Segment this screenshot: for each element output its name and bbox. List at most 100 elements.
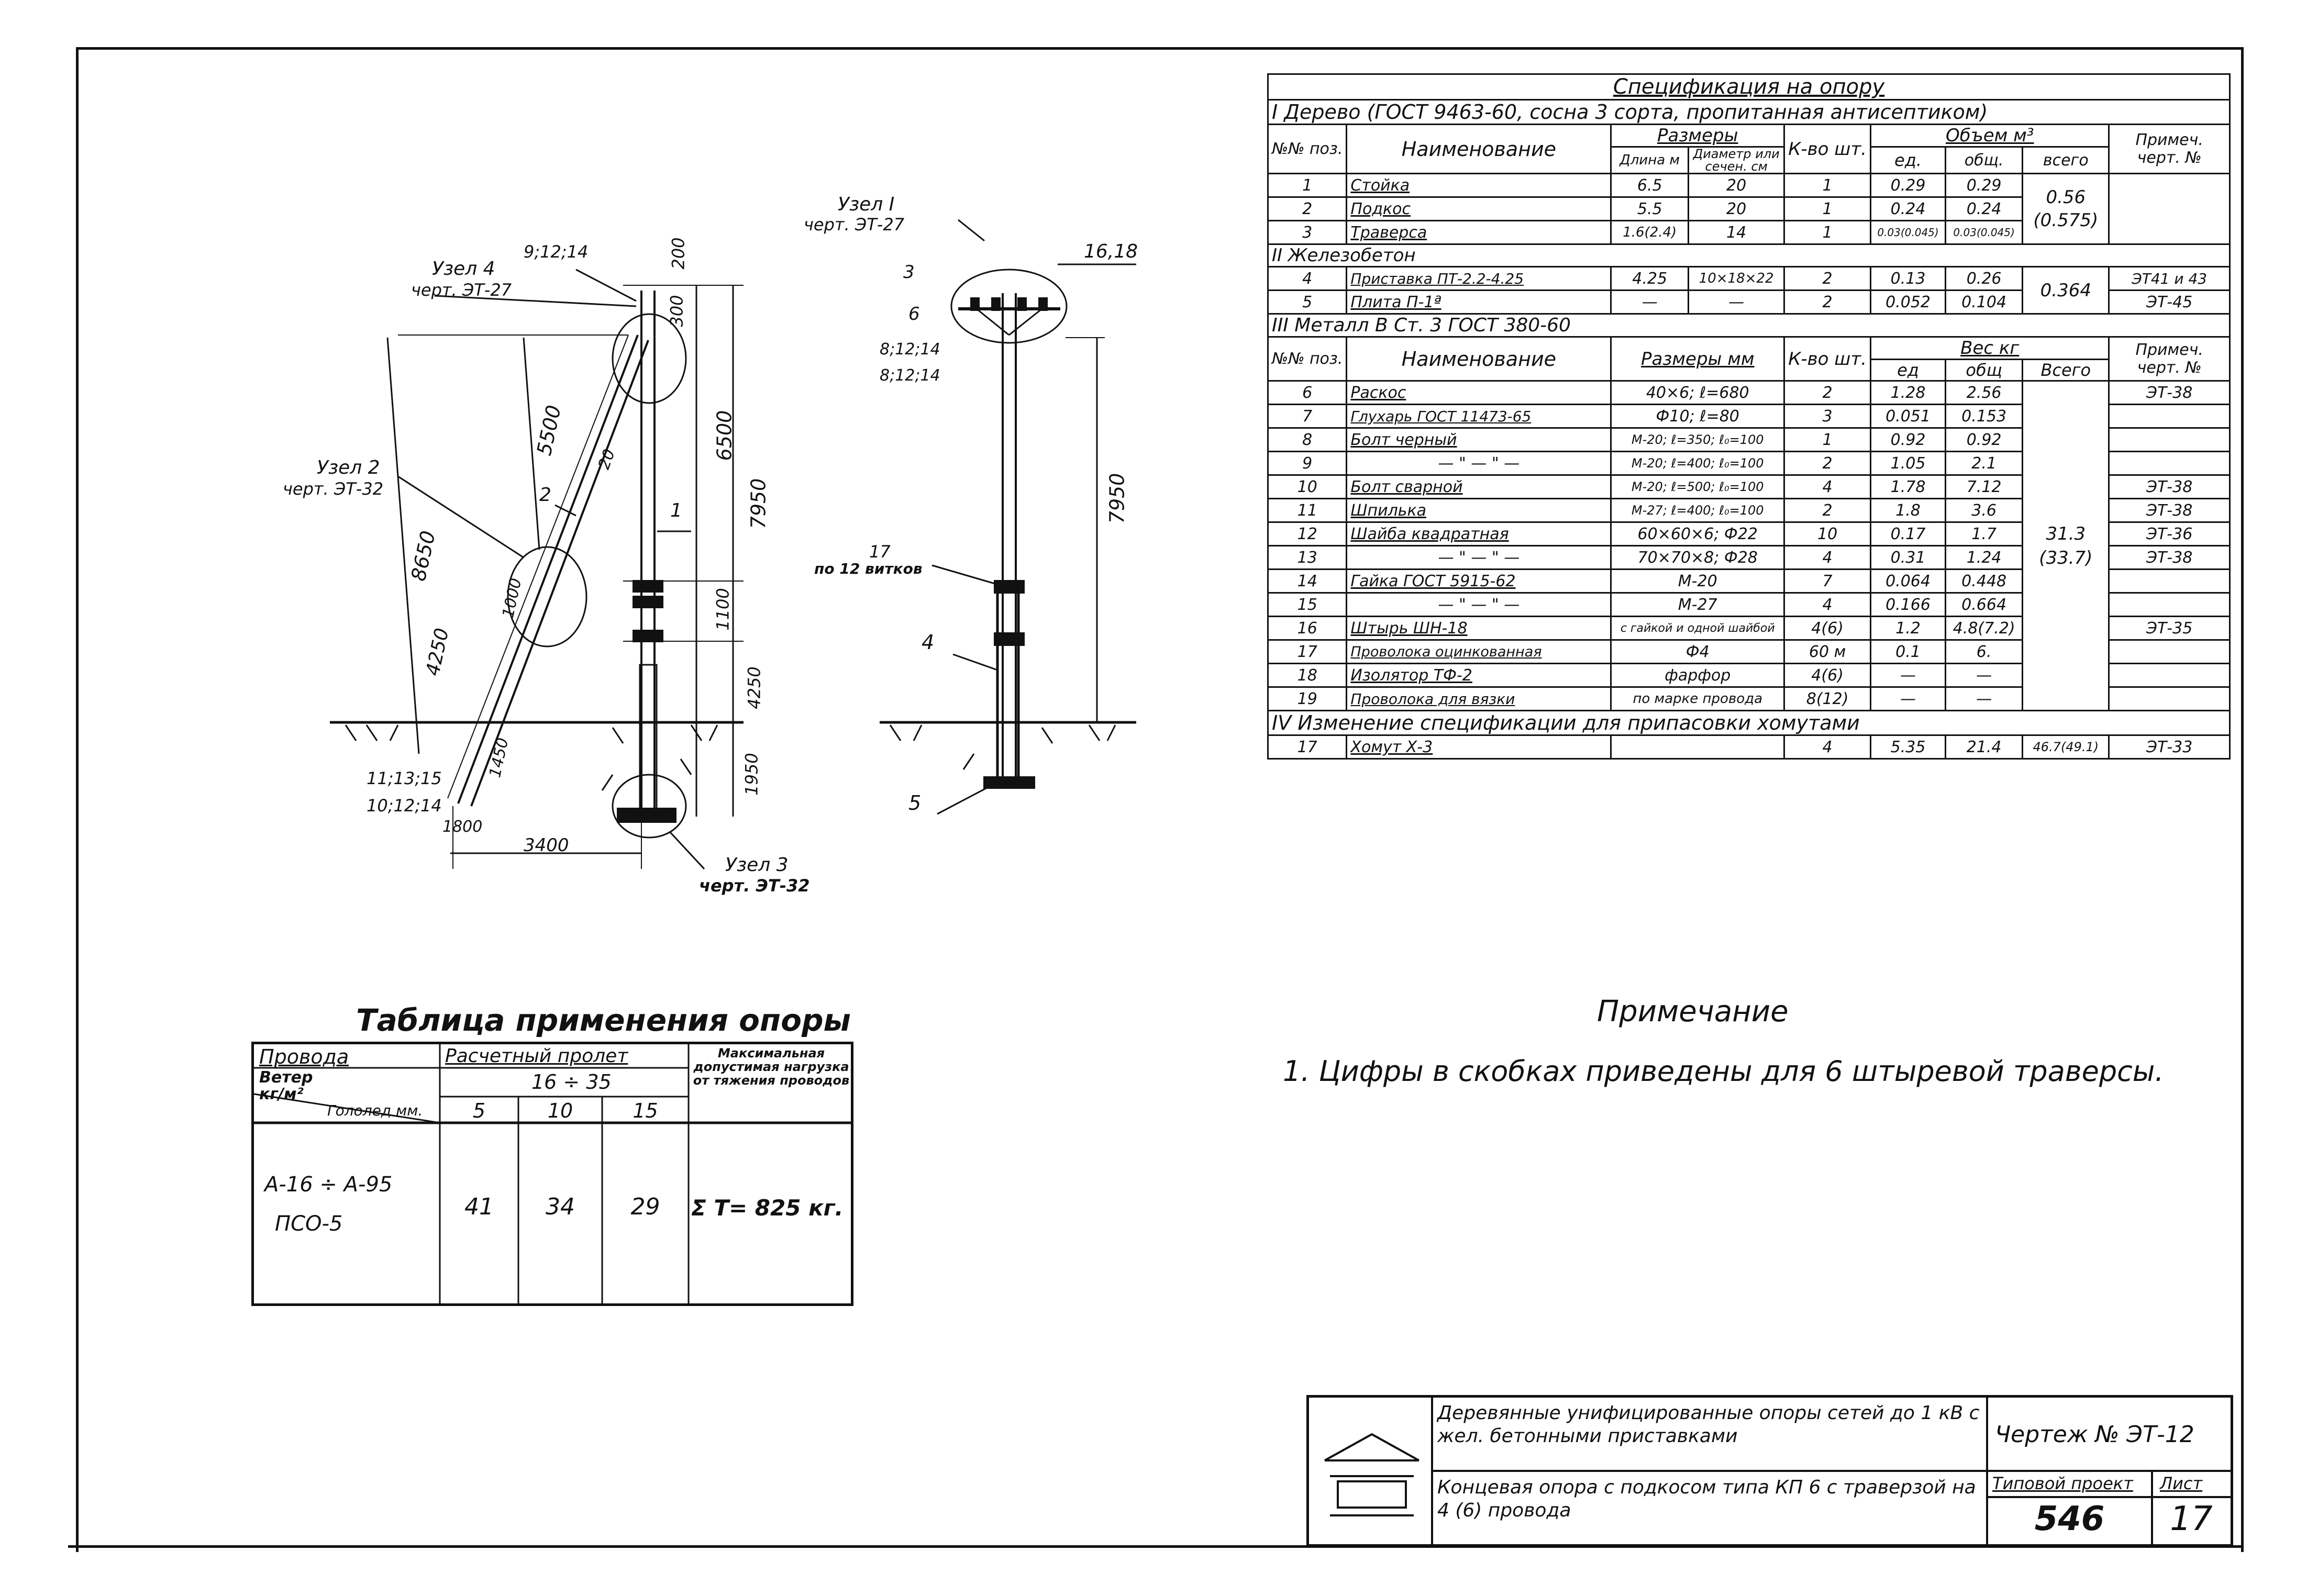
metal-13-size: 70×70×8; Ф28 (1610, 545, 1785, 570)
metal-17-qty: 60 м (1783, 639, 1872, 664)
metal-9-n: 9 (1267, 451, 1348, 476)
application-table-title: Таблица применения опоры (356, 1002, 851, 1038)
dim-line-5500 (523, 337, 540, 550)
pos-2-label: 2 (539, 484, 551, 506)
spec-h-qty: К-во шт. (1783, 124, 1872, 174)
pos-6-label: 6 (908, 304, 920, 325)
metal-19-size: по марке провода (1610, 686, 1785, 711)
leader-node4 (434, 295, 637, 307)
conc-4-ed: 0.13 (1870, 266, 1946, 291)
metal-19-name: Проволока для вязки (1346, 686, 1612, 711)
conc-5-obsh: 0.104 (1944, 289, 2024, 315)
metal-18-qty: 4(6) (1783, 663, 1872, 688)
metal-15-qty: 4 (1783, 592, 1872, 617)
pos-16-18-label: 16,18 (1084, 241, 1138, 262)
metal-6-ed: 1.28 (1870, 380, 1946, 405)
change-note: ЭТ-33 (2108, 734, 2231, 760)
metal-7-ed: 0.051 (1870, 404, 1946, 429)
dim-1950: 1950 (741, 753, 762, 796)
app-h-wind: Ветер кг/м² (259, 1068, 313, 1103)
change-size-empty (1610, 734, 1785, 760)
app-ice-5: 5 (472, 1099, 486, 1122)
metal-9-size: М-20; ℓ=400; ℓ₀=100 (1610, 451, 1785, 476)
spec-h-ed: ед. (1870, 146, 1946, 174)
leader-pos5 (937, 787, 988, 815)
wood-2-ed: 0.24 (1870, 196, 1946, 221)
metal-15-ed: 0.166 (1870, 592, 1946, 617)
title-project: 546 (2034, 1500, 2105, 1538)
metal-16-obsh: 4.8(7.2) (1944, 616, 2024, 641)
metal-10-ed: 1.78 (1870, 474, 1946, 499)
elev-brace-left (976, 308, 1010, 336)
title-sheet-label: Чертеж № ЭТ-12 (1995, 1421, 2194, 1448)
wood-total: 0.56 (0.575) (2022, 173, 2110, 245)
metal-18-name: Изолятор ТФ-2 (1346, 663, 1612, 688)
pos-bot1-label: 11;13;15 (367, 768, 442, 788)
wood-2-diam: 20 (1688, 196, 1785, 221)
title-desc1: Деревянные унифицированные опоры сетей д… (1437, 1402, 1980, 1447)
metal-18-obsh: — (1944, 663, 2024, 688)
metal-6-obsh: 2.56 (1944, 380, 2024, 405)
wood-2-qty: 1 (1783, 196, 1872, 221)
spec-sec4: IV Изменение спецификации для припасовки… (1267, 710, 2231, 736)
organization-logo (1324, 1433, 1419, 1516)
app-h-wires: Провода (259, 1045, 349, 1068)
conc-4-note: ЭТ41 и 43 (2108, 266, 2231, 291)
app-ice-15: 15 (633, 1099, 658, 1122)
band-1 (633, 580, 663, 593)
wood-2-len: 5.5 (1610, 196, 1690, 221)
dim-7950-left: 7950 (747, 478, 770, 529)
metal-18-note (2108, 663, 2231, 688)
spec-sec3: III Металл В Ст. 3 ГОСТ 380-60 (1267, 313, 2231, 338)
metal-7-qty: 3 (1783, 404, 1872, 429)
dim-4250-right: 4250 (744, 666, 764, 709)
spec-h-diam: Диаметр или сечен. см (1688, 146, 1785, 174)
metal-9-ed: 1.05 (1870, 451, 1946, 476)
title-list-label: Лист (2160, 1474, 2203, 1493)
conc-4-len: 4.25 (1610, 266, 1690, 291)
spec-h-name: Наименование (1346, 124, 1612, 174)
metal-14-size: М-20 (1610, 568, 1785, 594)
title-desc2: Концевая опора с подкосом типа КП 6 с тр… (1437, 1477, 1976, 1521)
title-sheet: 17 (2170, 1500, 2213, 1538)
metal-16-name: Штырь ШН-18 (1346, 616, 1612, 641)
metal-8-n: 8 (1267, 427, 1348, 452)
strut-line-b (470, 340, 649, 807)
spec-h-qty-2: К-во шт. (1783, 336, 1872, 382)
metal-7-n: 7 (1267, 404, 1348, 429)
app-h-span: Расчетный пролет (445, 1045, 628, 1067)
node4-ref: черт. ЭТ-27 (411, 280, 512, 300)
spec-title: Спецификация на опору (1267, 73, 2231, 101)
metal-10-obsh: 7.12 (1944, 474, 2024, 499)
spec-h-num-2: №№ поз. (1267, 336, 1348, 382)
spec-h-note-2: Примеч. черт. № (2108, 336, 2231, 382)
metal-10-name: Болт сварной (1346, 474, 1612, 499)
metal-9-obsh: 2.1 (1944, 451, 2024, 476)
metal-16-size: с гайкой и одной шайбой (1610, 616, 1785, 641)
node4-label: Узел 4 (432, 258, 495, 280)
metal-16-ed: 1.2 (1870, 616, 1946, 641)
pos-4-label: 4 (922, 631, 935, 654)
spec-h-vol: Объем м³ (1870, 124, 2110, 148)
node2-label: Узел 2 (317, 457, 380, 478)
app-max-load: Σ T= 825 кг. (691, 1195, 844, 1221)
wood-3-n: 3 (1267, 220, 1348, 245)
pos-17-note: по 12 витков (814, 560, 923, 577)
spec-sec1: I Дерево (ГОСТ 9463-60, сосна 3 сорта, п… (1267, 99, 2231, 125)
base-plate (617, 808, 676, 823)
metal-11-n: 11 (1267, 498, 1348, 523)
metal-15-n: 15 (1267, 592, 1348, 617)
spec-h-vsego-2: Всего (2022, 359, 2110, 382)
spec-h-num: №№ поз. (1267, 124, 1348, 174)
metal-13-obsh: 1.24 (1944, 545, 2024, 570)
metal-6-size: 40×6; ℓ=680 (1610, 380, 1785, 405)
metal-8-obsh: 0.92 (1944, 427, 2024, 452)
metal-6-note: ЭТ-38 (2108, 380, 2231, 405)
metal-12-note: ЭТ-36 (2108, 521, 2231, 546)
metal-17-ed: 0.1 (1870, 639, 1946, 664)
metal-15-obsh: 0.664 (1944, 592, 2024, 617)
metal-17-size: Ф4 (1610, 639, 1785, 664)
metal-total: 31.3 (33.7) (2022, 380, 2110, 711)
app-h-max: Максимальная допустимая нагрузка от тяже… (693, 1046, 850, 1088)
app-val-5: 41 (464, 1193, 494, 1220)
